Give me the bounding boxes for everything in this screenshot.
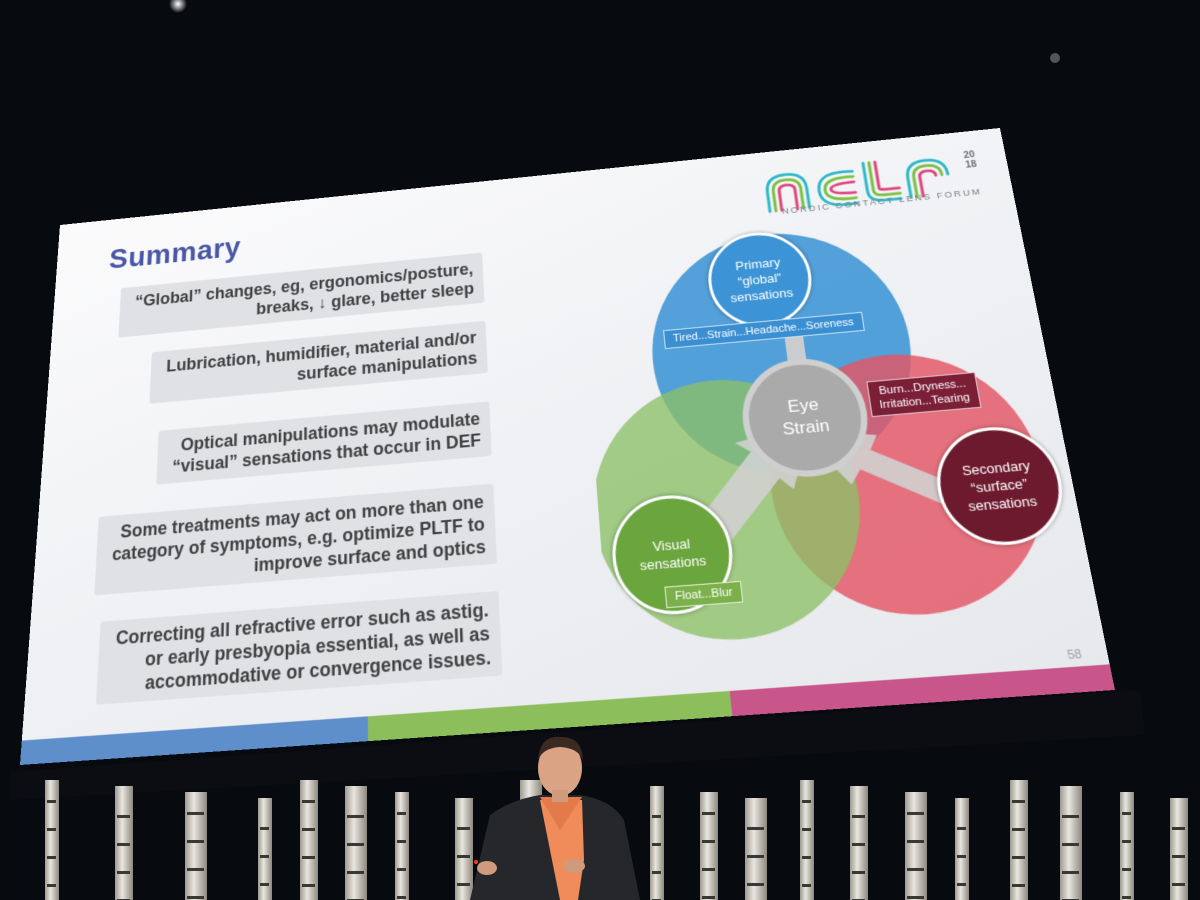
birch-mark [47, 800, 56, 803]
birch-trunk [395, 792, 409, 900]
birch-mark [302, 828, 315, 831]
birch-trunk [1010, 780, 1028, 900]
bullet-item: Optical manipulations may modulate “visu… [156, 401, 492, 485]
birch-mark [47, 856, 56, 859]
birch-trunk [745, 798, 767, 900]
birch-mark [852, 815, 865, 818]
birch-mark [802, 800, 811, 803]
birch-mark [302, 856, 315, 859]
birch-trunk [45, 780, 59, 900]
birch-mark [1062, 815, 1079, 818]
birch-mark [47, 884, 56, 887]
birch-mark [652, 871, 661, 874]
birch-trunk [1170, 798, 1188, 900]
birch-mark [702, 868, 715, 871]
birch-mark [1172, 855, 1185, 858]
birch-trunk [1120, 792, 1134, 900]
birch-mark [397, 812, 406, 815]
page-number: 58 [1066, 647, 1084, 663]
birch-mark [457, 883, 470, 886]
birch-mark [302, 884, 315, 887]
birch-mark [260, 855, 269, 858]
birch-trunk [955, 798, 969, 900]
bullet-item: Some treatments may act on more than one… [94, 483, 498, 596]
birch-trunk [700, 792, 718, 900]
speaker-person [470, 736, 640, 900]
birch-mark [802, 856, 811, 859]
birch-mark [1012, 800, 1025, 803]
visual-circle [584, 369, 879, 650]
birch-mark [652, 843, 661, 846]
birch-mark [47, 828, 56, 831]
birch-trunk [258, 798, 272, 900]
ceiling-light [169, 0, 187, 13]
birch-mark [397, 896, 406, 899]
birch-mark [1012, 828, 1025, 831]
birch-mark [187, 868, 204, 871]
birch-mark [1122, 896, 1131, 899]
birch-mark [1172, 827, 1185, 830]
birch-mark [802, 828, 811, 831]
birch-mark [652, 815, 661, 818]
birch-mark [957, 883, 966, 886]
birch-mark [1012, 884, 1025, 887]
birch-mark [347, 815, 364, 818]
birch-mark [117, 815, 130, 818]
presentation-slide: Summary “Global” changes, eg, ergonomics… [19, 127, 1115, 765]
bullet-item: Lubrication, humidifier, material and/or… [149, 320, 488, 404]
birch-mark [852, 871, 865, 874]
birch-mark [747, 827, 764, 830]
birch-mark [1012, 856, 1025, 859]
birch-mark [702, 812, 715, 815]
logo-year: 20 18 [962, 150, 978, 171]
birch-mark [1172, 883, 1185, 886]
bullet-item: Correcting all refractive error such as … [96, 590, 503, 705]
birch-mark [117, 843, 130, 846]
birch-mark [187, 840, 204, 843]
birch-mark [907, 840, 924, 843]
birch-trunk [905, 792, 927, 900]
birch-mark [302, 800, 315, 803]
birch-mark [260, 827, 269, 830]
birch-trunk [300, 780, 318, 900]
birch-mark [1122, 812, 1131, 815]
birch-trees [45, 780, 1188, 900]
birch-mark [747, 855, 764, 858]
birch-mark [1122, 840, 1131, 843]
secondary-circle [756, 343, 1069, 625]
birch-mark [747, 883, 764, 886]
birch-trunk [455, 798, 473, 900]
birch-mark [907, 812, 924, 815]
birch-trunk [185, 792, 207, 900]
birch-mark [397, 868, 406, 871]
birch-mark [802, 884, 811, 887]
birch-trunk [800, 780, 814, 900]
birch-mark [957, 827, 966, 830]
birch-mark [907, 896, 924, 899]
birch-mark [117, 871, 130, 874]
birch-mark [852, 843, 865, 846]
birch-mark [187, 896, 204, 899]
birch-mark [187, 812, 204, 815]
birch-mark [260, 883, 269, 886]
birch-mark [907, 868, 924, 871]
birch-mark [1062, 843, 1079, 846]
birch-mark [347, 843, 364, 846]
birch-mark [1062, 871, 1079, 874]
birch-mark [1122, 868, 1131, 871]
birch-mark [397, 840, 406, 843]
birch-mark [347, 871, 364, 874]
birch-mark [702, 840, 715, 843]
birch-mark [957, 855, 966, 858]
ceiling-fixture [1050, 53, 1060, 63]
birch-mark [457, 855, 470, 858]
slide-title: Summary [108, 231, 242, 275]
birch-mark [457, 827, 470, 830]
birch-mark [702, 896, 715, 899]
